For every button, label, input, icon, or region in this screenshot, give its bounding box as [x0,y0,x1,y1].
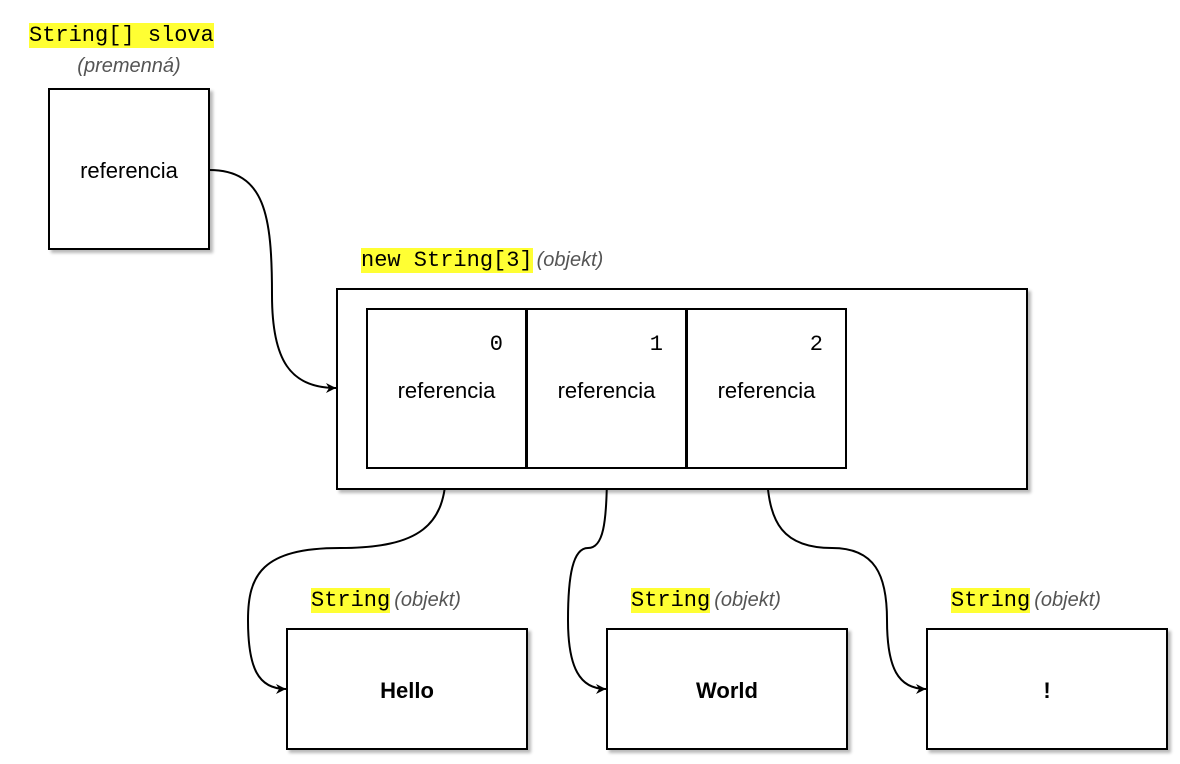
string-object-label-2: String (objekt) [951,588,1101,613]
string-object-box-hello: Hello [286,628,528,750]
array-index-0: 0 [489,332,503,357]
string-type-2: String [951,588,1031,613]
string-object-label-0: String (objekt) [311,588,461,613]
string-value-world: World [696,678,758,703]
string-kind-0: (objekt) [394,589,461,611]
array-cell-1: 1 referencia [526,308,687,469]
string-value-exclamation: ! [1043,678,1051,703]
array-cell-1-content: referencia [557,378,656,403]
variable-kind-label: (premenná) [77,55,181,77]
array-index-2: 2 [809,332,823,357]
string-type-0: String [311,588,391,613]
variable-declaration: String[] slova [29,23,214,48]
arrow-variable-to-array [208,169,337,393]
variable-declaration-label: String[] slova [29,23,214,48]
string-value-hello: Hello [380,678,434,703]
array-expression: new String[3] [361,248,533,273]
string-kind-1: (objekt) [714,589,781,611]
string-object-box-world: World [606,628,848,750]
string-object-label-1: String (objekt) [631,588,781,613]
string-type-1: String [631,588,711,613]
array-kind: (objekt) [536,249,604,271]
string-kind-2: (objekt) [1034,589,1101,611]
arrow-cell1-to-world [566,468,608,694]
array-cell-2-content: referencia [717,378,816,403]
array-cell-2: 2 referencia [686,308,847,469]
variable-content: referencia [80,158,178,183]
variable-box: referencia [48,88,210,250]
array-cell-0: 0 referencia [366,308,527,469]
string-object-box-exclamation: ! [926,628,1168,750]
array-cell-0-content: referencia [397,378,496,403]
array-index-1: 1 [649,332,663,357]
array-object-label: new String[3] (objekt) [361,248,603,273]
